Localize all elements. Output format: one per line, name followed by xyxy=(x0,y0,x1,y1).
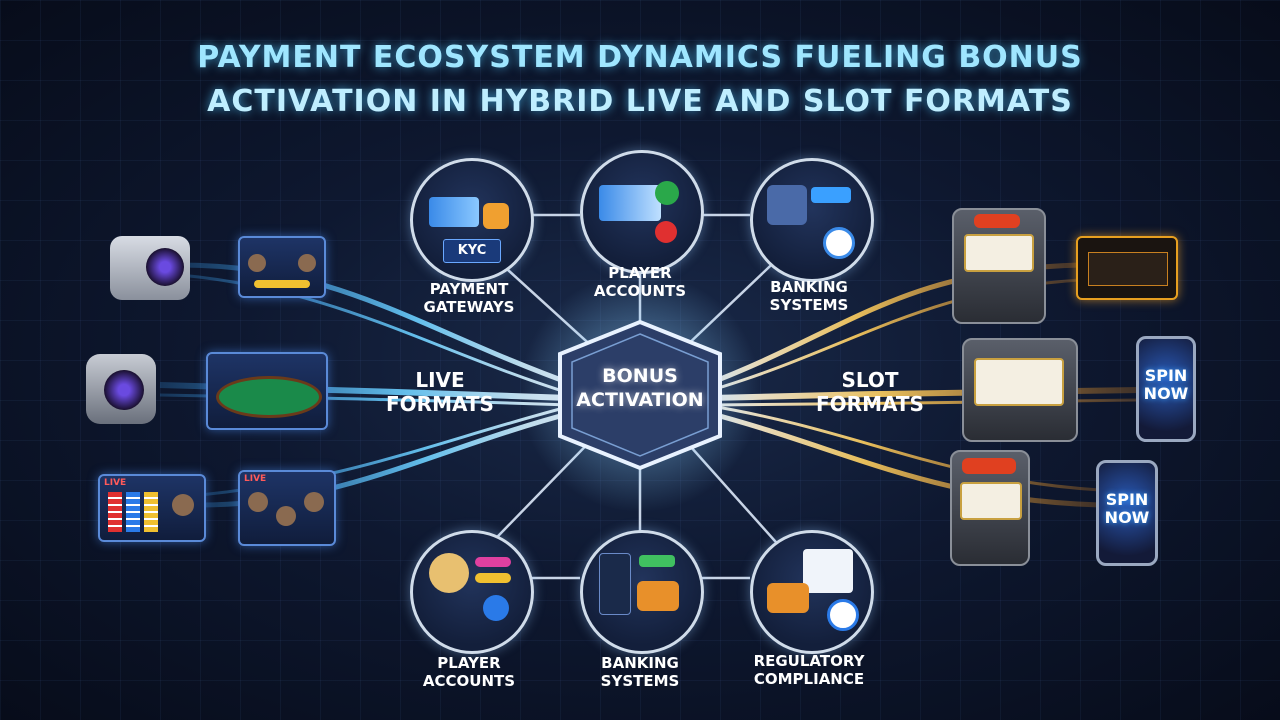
live-tag: LIVE xyxy=(244,474,267,484)
live-players-panel: LIVE xyxy=(238,470,336,546)
node-payment-gateways: KYC xyxy=(410,158,534,282)
node-player-accounts-top-label: Player Accounts xyxy=(593,264,687,300)
node-player-accounts-bottom-label: Player Accounts xyxy=(422,654,516,690)
poker-table-icon xyxy=(216,376,322,418)
wallet-icon xyxy=(483,203,509,229)
spin-now-text: Spin Now xyxy=(1143,366,1189,403)
chips-panel: LIVE xyxy=(98,474,206,542)
hub-hexagon xyxy=(558,319,722,471)
chip-stack-icon xyxy=(144,492,158,532)
kyc-badge: KYC xyxy=(443,239,501,263)
credit-card-icon xyxy=(599,185,661,221)
credit-card-icon xyxy=(639,555,675,567)
chip-stack-icon xyxy=(108,492,122,532)
verified-badge-icon xyxy=(823,227,855,259)
live-dealer-panel xyxy=(238,236,326,298)
node-banking-systems-bottom-label: Banking Systems xyxy=(600,654,680,690)
status-pill-icon xyxy=(475,557,511,567)
hub-label: Bonus Activation xyxy=(576,365,704,411)
title-line-1: Payment Ecosystem Dynamics Fueling Bonus xyxy=(197,40,1083,75)
chip-stack-icon xyxy=(126,492,140,532)
slot-formats-label: Slot Formats xyxy=(816,368,924,416)
node-player-accounts-top xyxy=(580,150,704,274)
node-player-accounts-bottom xyxy=(410,530,534,654)
transaction-list-icon xyxy=(599,553,631,615)
document-icon xyxy=(803,549,853,593)
node-payment-gateways-label: Payment Gateways xyxy=(423,280,515,316)
alert-icon xyxy=(655,221,677,243)
live-formats-label: Live Formats xyxy=(386,368,494,416)
node-banking-systems-bottom xyxy=(580,530,704,654)
avatar-icon xyxy=(429,553,469,593)
wallet-icon xyxy=(637,581,679,611)
wallet-icon xyxy=(767,583,809,613)
slot-machine-icon xyxy=(950,450,1030,566)
avatar-icon xyxy=(767,185,807,225)
camera-icon xyxy=(110,236,190,300)
live-tag: LIVE xyxy=(104,478,127,488)
camera-icon xyxy=(86,354,156,424)
node-regulatory-compliance-label: Regulatory Compliance xyxy=(753,652,865,688)
spin-now-text: Spin Now xyxy=(1104,490,1150,527)
mobile-phone-icon: Spin Now xyxy=(1096,460,1158,566)
poker-table-panel xyxy=(206,352,328,430)
node-banking-systems-top xyxy=(750,158,874,282)
shield-check-icon xyxy=(655,181,679,205)
shield-check-icon xyxy=(483,595,509,621)
slot-machine-icon xyxy=(952,208,1046,324)
id-card-icon xyxy=(811,187,851,203)
node-banking-systems-top-label: Banking Systems xyxy=(769,278,849,314)
page-title: Payment Ecosystem Dynamics Fueling Bonus… xyxy=(0,36,1280,124)
title-line-2: Activation in Hybrid Live and Slot Forma… xyxy=(207,84,1073,119)
status-pill-icon xyxy=(475,573,511,583)
credit-card-icon xyxy=(429,197,479,227)
slot-machine-icon xyxy=(962,338,1078,442)
plus-shield-icon xyxy=(827,599,859,631)
node-regulatory-compliance xyxy=(750,530,874,654)
slot-reel-display xyxy=(1076,236,1178,300)
mobile-phone-icon: Spin Now xyxy=(1136,336,1196,442)
